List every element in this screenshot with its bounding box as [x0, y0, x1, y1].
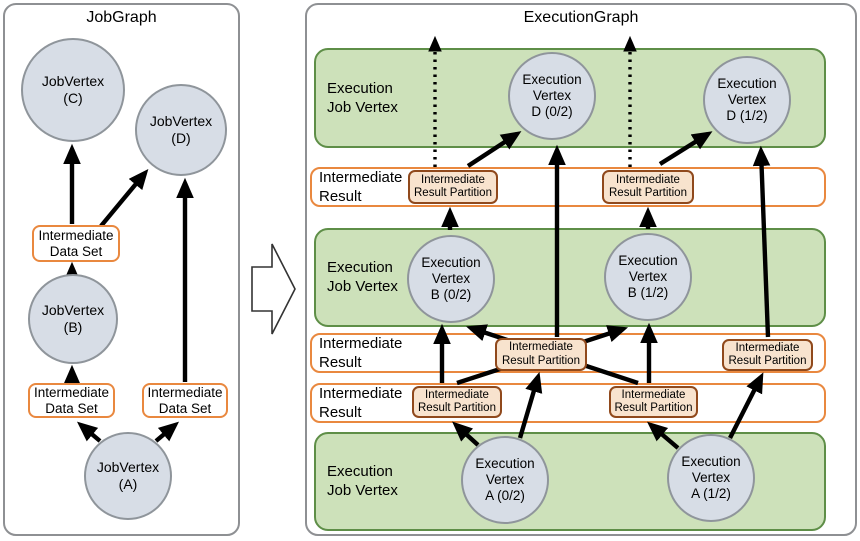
arrow-partition-bd2-to-d1: [658, 131, 713, 166]
arrow-partition-ad2-to-d1: [752, 145, 771, 338]
jobvertex-a: JobVertex (A): [84, 432, 172, 520]
band-a-label: Execution Job Vertex: [327, 463, 398, 499]
intermediate-dataset-top: Intermediate Data Set: [32, 225, 120, 262]
execution-job-vertex-band-b: [314, 228, 826, 327]
arrow-a1-to-partition-ad2: [728, 372, 764, 439]
jobvertex-b: JobVertex (B): [28, 274, 118, 364]
execution-vertex-a1: Execution Vertex A (1/2): [667, 434, 755, 522]
arrow-a-to-dataset-left: [76, 421, 102, 443]
arrow-a1-to-partition-ab2: [646, 421, 680, 450]
partition-bd-2: Intermediate Result Partition: [602, 170, 694, 204]
partition-ad-1: Intermediate Result Partition: [495, 338, 587, 371]
partition-ad-2: Intermediate Result Partition: [722, 339, 813, 371]
jobvertex-d: JobVertex (D): [135, 84, 227, 176]
jobgraph-title: JobGraph: [86, 9, 157, 26]
transform-arrow-icon: [251, 243, 296, 335]
executiongraph-title: ExecutionGraph: [523, 9, 639, 26]
intermediate-dataset-right: Intermediate Data Set: [142, 383, 228, 418]
jobvertex-c: JobVertex (C): [21, 38, 125, 142]
arrow-dataset-top-to-d: [99, 168, 149, 228]
arrow-a0-to-partition-ab1: [452, 421, 480, 447]
execution-vertex-d1: Execution Vertex D (1/2): [703, 56, 791, 144]
result-row-a-to-b-label: Intermediate Result: [319, 385, 403, 421]
execution-vertex-a0: Execution Vertex A (0/2): [461, 436, 549, 524]
partition-ab-1: Intermediate Result Partition: [412, 386, 502, 418]
intermediate-result-row-b-to-d: [310, 167, 826, 207]
band-b-label: Execution Job Vertex: [327, 259, 398, 295]
band-d-label: Execution Job Vertex: [327, 80, 398, 116]
partition-bd-1: Intermediate Result Partition: [408, 170, 498, 204]
arrow-partition-bd1-to-d0: [466, 131, 522, 168]
execution-vertex-b0: Execution Vertex B (0/2): [407, 235, 495, 323]
result-row-a-to-d-label: Intermediate Result: [319, 335, 403, 371]
execution-vertex-b1: Execution Vertex B (1/2): [604, 233, 692, 321]
result-row-b-to-d-label: Intermediate Result: [319, 169, 403, 205]
arrow-a-to-dataset-right: [154, 421, 180, 443]
arrow-a0-to-partition-ad1: [517, 371, 543, 439]
partition-ab-2: Intermediate Result Partition: [609, 386, 698, 418]
execution-vertex-d0: Execution Vertex D (0/2): [508, 52, 596, 140]
intermediate-dataset-left: Intermediate Data Set: [28, 383, 115, 418]
